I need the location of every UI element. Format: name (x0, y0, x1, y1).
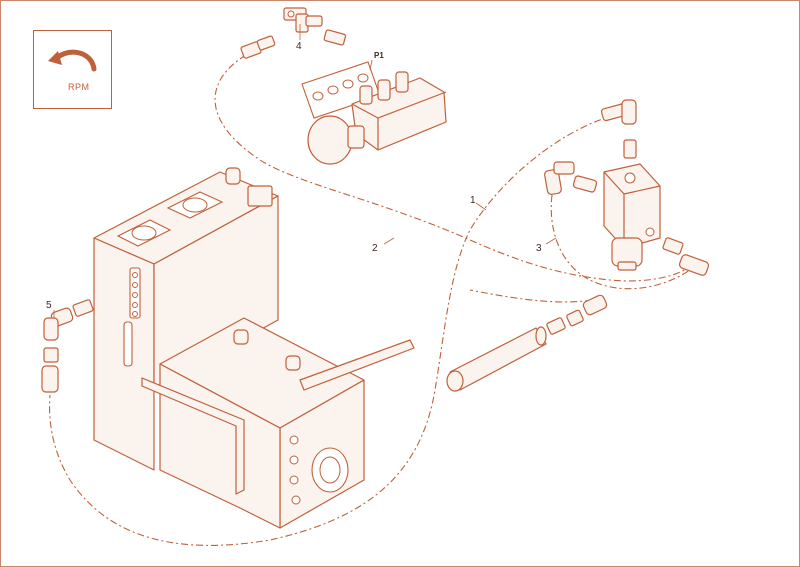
inline-filter (446, 326, 547, 392)
callout-5: 5 (46, 300, 52, 311)
fitting-4 (283, 7, 323, 33)
filter-fittings (546, 294, 608, 335)
gasket-plate (301, 61, 381, 119)
fitting-5 (41, 299, 94, 393)
elbow-fitting-bottom-right (662, 237, 710, 276)
curved-arrow-icon (48, 49, 97, 72)
valve-block (307, 71, 447, 165)
callout-2: 2 (372, 243, 378, 254)
connector-left-top (240, 35, 276, 59)
pipe-lines (49, 54, 691, 546)
callout-4: 4 (296, 41, 302, 52)
callout-3: 3 (536, 243, 542, 254)
elbow-fitting-left (544, 161, 598, 195)
pressure-valve (603, 163, 661, 271)
callout-p1: P1 (374, 51, 384, 60)
hydraulic-tank (93, 167, 415, 529)
connector-right-top (323, 29, 347, 46)
elbow-fitting-top-right (600, 99, 637, 159)
rpm-label: RPM (68, 82, 90, 92)
callout-1: 1 (470, 195, 476, 206)
leader-lines (53, 24, 557, 318)
rpm-panel: RPM (33, 30, 112, 109)
